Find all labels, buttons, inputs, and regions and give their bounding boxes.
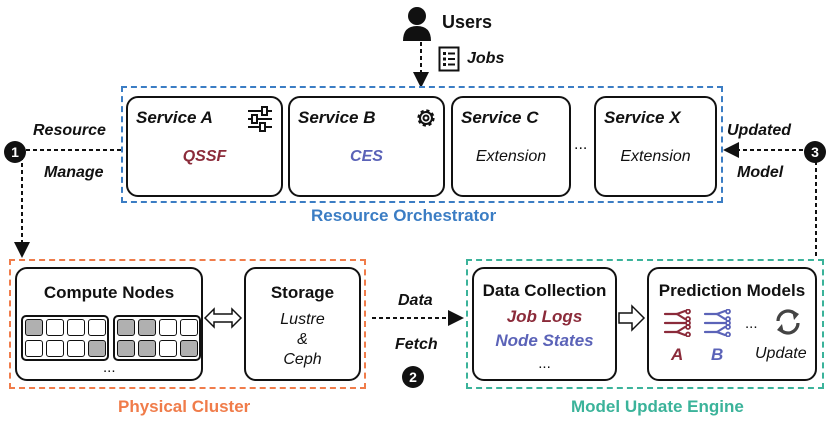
storage-ampersand: &: [297, 331, 308, 348]
node: [25, 319, 43, 336]
compute-storage-double-arrow: [203, 307, 243, 329]
data-collection-box[interactable]: Data Collection Job Logs Node States ...: [472, 267, 617, 381]
neural-net-b-icon: [703, 309, 731, 337]
service-x-name: Service X: [604, 108, 681, 127]
physical-cluster-region: [9, 259, 366, 389]
node: [180, 319, 198, 336]
service-a-name: Service A: [136, 108, 213, 127]
node: [67, 319, 85, 336]
node: [138, 319, 156, 336]
node: [180, 340, 198, 357]
data-collection-ellipsis: ...: [538, 355, 551, 372]
compute-ellipsis: ...: [103, 359, 116, 376]
node-group-1: [21, 315, 109, 361]
service-x-card[interactable]: Service X Extension: [594, 96, 717, 197]
neural-net-a-icon: [663, 309, 691, 337]
step-1-badge: 1: [4, 141, 26, 163]
job-logs-label: Job Logs: [506, 307, 583, 326]
node: [88, 340, 106, 357]
fetch-label: Fetch: [395, 336, 438, 353]
prediction-ellipsis: ...: [745, 315, 758, 332]
resource-label: Resource: [33, 122, 106, 139]
refresh-icon: [776, 309, 800, 335]
services-ellipsis: ...: [574, 136, 588, 153]
prediction-models-title: Prediction Models: [658, 281, 806, 300]
compute-nodes-title: Compute Nodes: [43, 283, 175, 302]
user-icon: [403, 7, 431, 41]
node-states-label: Node States: [495, 331, 594, 350]
compute-nodes-box[interactable]: Compute Nodes ...: [15, 267, 203, 381]
resource-orchestrator-region: [121, 86, 723, 203]
model-update-engine-region: [466, 259, 824, 389]
manage-label: Manage: [44, 164, 104, 181]
node-group-2: [113, 315, 201, 361]
service-c-algo: Extension: [475, 148, 547, 165]
users-label: Users: [442, 12, 493, 32]
updated-label: Updated: [727, 122, 791, 139]
model-label: Model: [737, 164, 784, 181]
node: [46, 340, 64, 357]
service-a-algo: QSSF: [182, 148, 227, 165]
collection-prediction-arrow: [618, 304, 646, 332]
sliders-icon: [248, 106, 272, 132]
prediction-models-box[interactable]: Prediction Models ... A B Upda: [647, 267, 817, 381]
service-x-algo: Extension: [620, 148, 691, 165]
service-c-name: Service C: [461, 108, 539, 127]
storage-title: Storage: [270, 283, 335, 302]
storage-ceph: Ceph: [283, 351, 322, 368]
physical-cluster-title: Physical Cluster: [118, 397, 251, 416]
service-b-card[interactable]: Service B CES: [288, 96, 445, 197]
service-c-card[interactable]: Service C Extension: [451, 96, 571, 197]
jobs-icon: [438, 46, 460, 72]
data-label: Data: [398, 292, 433, 309]
storage-box[interactable]: Storage Lustre & Ceph: [244, 267, 361, 381]
node: [159, 340, 177, 357]
service-b-name: Service B: [298, 108, 376, 127]
step-3-badge: 3: [804, 141, 826, 163]
node: [159, 319, 177, 336]
resource-orchestrator-title: Resource Orchestrator: [311, 206, 497, 225]
service-b-algo: CES: [350, 148, 383, 165]
service-a-card[interactable]: Service A QSSF: [126, 96, 283, 197]
data-collection-title: Data Collection: [482, 281, 607, 300]
update-label: Update: [755, 345, 807, 362]
node: [138, 340, 156, 357]
node: [117, 319, 135, 336]
node: [25, 340, 43, 357]
users-group: Users: [402, 6, 502, 46]
node: [88, 319, 106, 336]
model-b-label: B: [711, 345, 724, 364]
jobs-label: Jobs: [467, 50, 505, 67]
model-update-engine-title: Model Update Engine: [571, 397, 744, 416]
gear-icon: [417, 109, 435, 127]
model-a-label: A: [671, 345, 684, 364]
node: [46, 319, 64, 336]
node: [117, 340, 135, 357]
storage-lustre: Lustre: [280, 311, 325, 328]
node: [67, 340, 85, 357]
step-2-badge: 2: [402, 366, 424, 388]
